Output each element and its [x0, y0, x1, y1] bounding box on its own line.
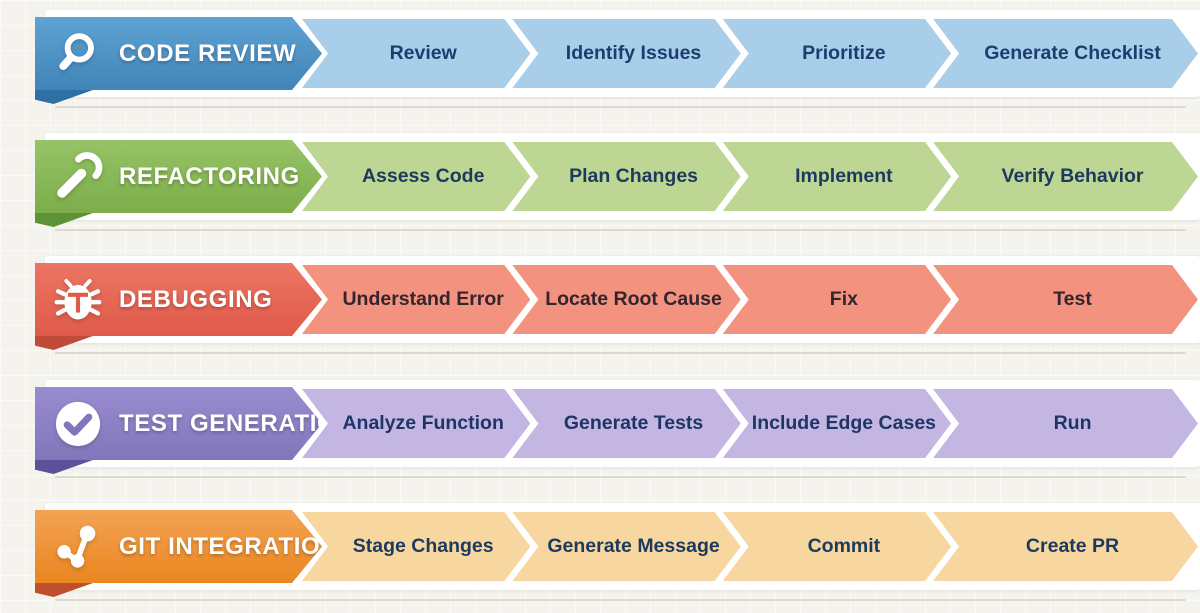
step-chevron: Prioritize: [723, 19, 951, 88]
step-chevron: Generate Checklist: [933, 19, 1198, 88]
workflow-row-refactoring: REFACTORING Assess Code Plan Changes Imp…: [0, 133, 1200, 231]
step-chevron: Stage Changes: [302, 512, 530, 581]
step-chevron: Understand Error: [302, 265, 530, 334]
step-track: Stage Changes Generate Message Commit Cr…: [302, 512, 1198, 581]
workflow-header: GIT INTEGRATION: [35, 510, 322, 583]
step-label: Generate Tests: [563, 412, 704, 434]
step-label: Include Edge Cases: [751, 412, 937, 434]
workflow-title: REFACTORING: [119, 162, 300, 190]
step-track: Assess Code Plan Changes Implement Verif…: [302, 142, 1198, 211]
step-chevron: Locate Root Cause: [512, 265, 740, 334]
step-label: Understand Error: [342, 288, 504, 310]
step-chevron: Commit: [723, 512, 951, 581]
step-track: Review Identify Issues Prioritize Genera…: [302, 19, 1198, 88]
step-label: Analyze Function: [342, 412, 504, 434]
step-label: Generate Message: [547, 535, 720, 557]
bug-icon: [51, 273, 105, 327]
step-chevron: Assess Code: [302, 142, 530, 211]
workflow-title: DEBUGGING: [119, 285, 273, 313]
ribbon-fold: [35, 90, 93, 104]
step-chevron: Analyze Function: [302, 389, 530, 458]
ribbon-fold: [35, 213, 93, 227]
row-divider: [55, 229, 1186, 231]
check-circle-icon: [51, 397, 105, 451]
step-chevron: Run: [933, 389, 1198, 458]
step-chevron: Review: [302, 19, 530, 88]
workflow-header: TEST GENERATION: [35, 387, 322, 460]
workflow-header: CODE REVIEW: [35, 17, 322, 90]
step-chevron: Plan Changes: [512, 142, 740, 211]
step-chevron: Test: [933, 265, 1198, 334]
workflow-row-git-integration: GIT INTEGRATION Stage Changes Generate M…: [0, 503, 1200, 601]
step-label: Locate Root Cause: [545, 288, 722, 310]
step-chevron: Verify Behavior: [933, 142, 1198, 211]
step-chevron: Generate Tests: [512, 389, 740, 458]
ribbon-fold: [35, 336, 93, 350]
step-track: Understand Error Locate Root Cause Fix T…: [302, 265, 1198, 334]
workflow-title: CODE REVIEW: [119, 39, 297, 67]
row-divider: [55, 476, 1186, 478]
step-label: Commit: [807, 535, 881, 557]
step-label: Stage Changes: [352, 535, 494, 557]
step-label: Create PR: [1025, 535, 1120, 557]
workflow-header: REFACTORING: [35, 140, 322, 213]
ribbon-fold: [35, 583, 93, 597]
workflow-row-code-review: CODE REVIEW Review Identify Issues Prior…: [0, 10, 1200, 108]
step-label: Identify Issues: [565, 42, 702, 64]
step-chevron: Implement: [723, 142, 951, 211]
step-label: Prioritize: [802, 42, 886, 64]
step-label: Test: [1053, 288, 1092, 310]
row-divider: [55, 599, 1186, 601]
step-label: Run: [1053, 412, 1092, 434]
step-chevron: Identify Issues: [512, 19, 740, 88]
step-label: Implement: [795, 165, 893, 187]
step-label: Review: [389, 42, 457, 64]
workflow-row-test-generation: TEST GENERATION Analyze Function Generat…: [0, 380, 1200, 478]
workflow-row-debugging: DEBUGGING Understand Error Locate Root C…: [0, 256, 1200, 354]
step-label: Fix: [829, 288, 858, 310]
row-divider: [55, 106, 1186, 108]
step-chevron: Generate Message: [512, 512, 740, 581]
step-label: Assess Code: [361, 165, 485, 187]
workflow-header: DEBUGGING: [35, 263, 322, 336]
wrench-icon: [51, 150, 105, 204]
step-chevron: Include Edge Cases: [723, 389, 951, 458]
row-divider: [55, 352, 1186, 354]
step-label: Generate Checklist: [984, 42, 1161, 64]
step-label: Verify Behavior: [1001, 165, 1144, 187]
ribbon-fold: [35, 460, 93, 474]
step-track: Analyze Function Generate Tests Include …: [302, 389, 1198, 458]
git-branch-icon: [51, 520, 105, 574]
step-chevron: Create PR: [933, 512, 1198, 581]
magnifier-icon: [51, 27, 105, 81]
step-label: Plan Changes: [569, 165, 699, 187]
step-chevron: Fix: [723, 265, 951, 334]
workflow-title: GIT INTEGRATION: [119, 532, 339, 560]
